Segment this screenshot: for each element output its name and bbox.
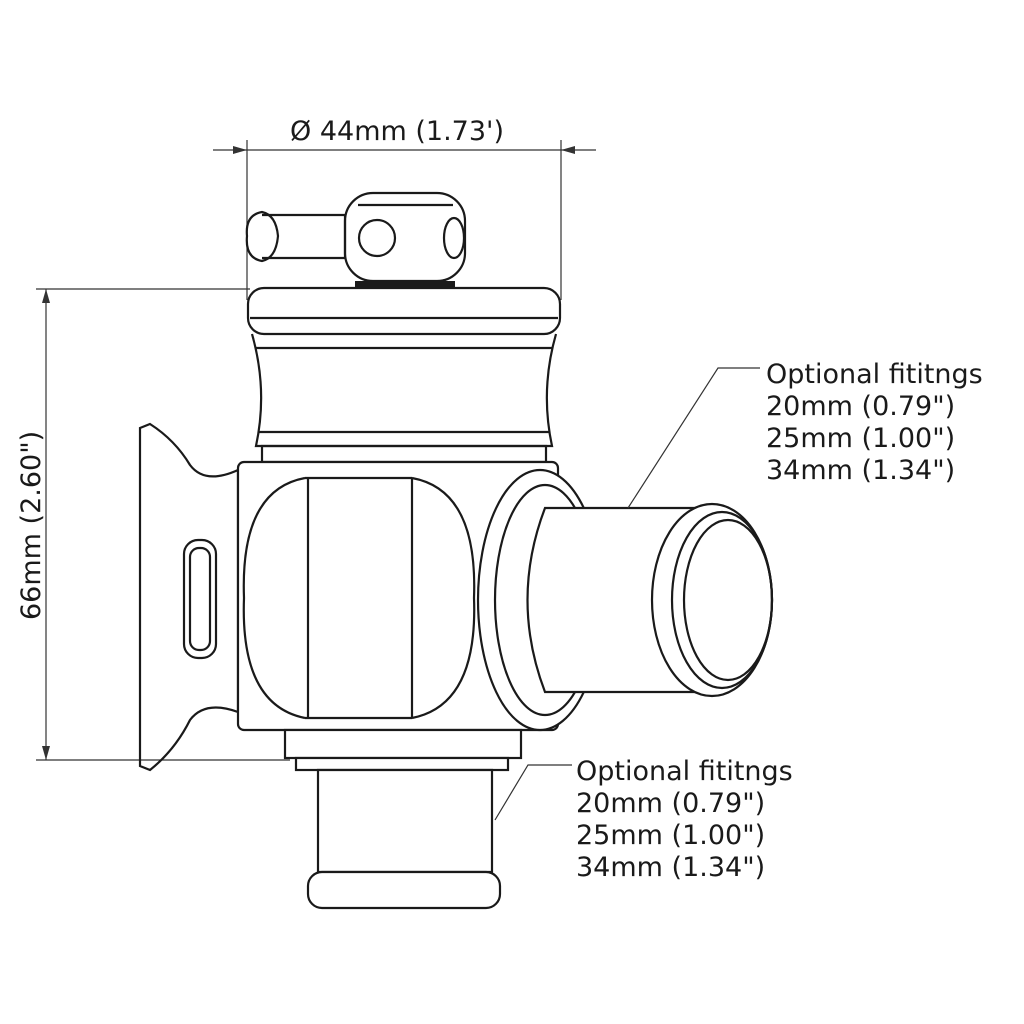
callout-line: 34mm (1.34") (576, 852, 765, 883)
callout-line: 34mm (1.34") (766, 455, 955, 486)
valve-cap (246, 286, 562, 464)
callout-title: Optional fititngs (766, 359, 983, 390)
callout-title: Optional fititngs (576, 756, 793, 787)
height-dimension: 66mm (2.60") (16, 288, 290, 761)
width-dimension: Ø 44mm (1.73') (213, 116, 596, 300)
side-outlet (476, 468, 774, 732)
leader-line-side (627, 367, 760, 509)
callout-line: 20mm (0.79") (766, 391, 955, 422)
callout-side-fittings: Optional fititngs 20mm (0.79") 25mm (1.0… (766, 359, 983, 486)
mounting-flange (138, 422, 240, 772)
callout-line: 20mm (0.79") (576, 788, 765, 819)
callout-line: 25mm (1.00") (576, 820, 765, 851)
height-dimension-label: 66mm (2.60") (16, 431, 47, 620)
callout-bottom-fittings: Optional fititngs 20mm (0.79") 25mm (1.0… (576, 756, 793, 883)
width-dimension-label: Ø 44mm (1.73') (290, 116, 504, 147)
valve-body (236, 460, 560, 732)
bottom-outlet (283, 728, 523, 910)
vacuum-nipple (245, 191, 467, 287)
leader-line-bottom (494, 764, 572, 821)
callout-line: 25mm (1.00") (766, 423, 955, 454)
